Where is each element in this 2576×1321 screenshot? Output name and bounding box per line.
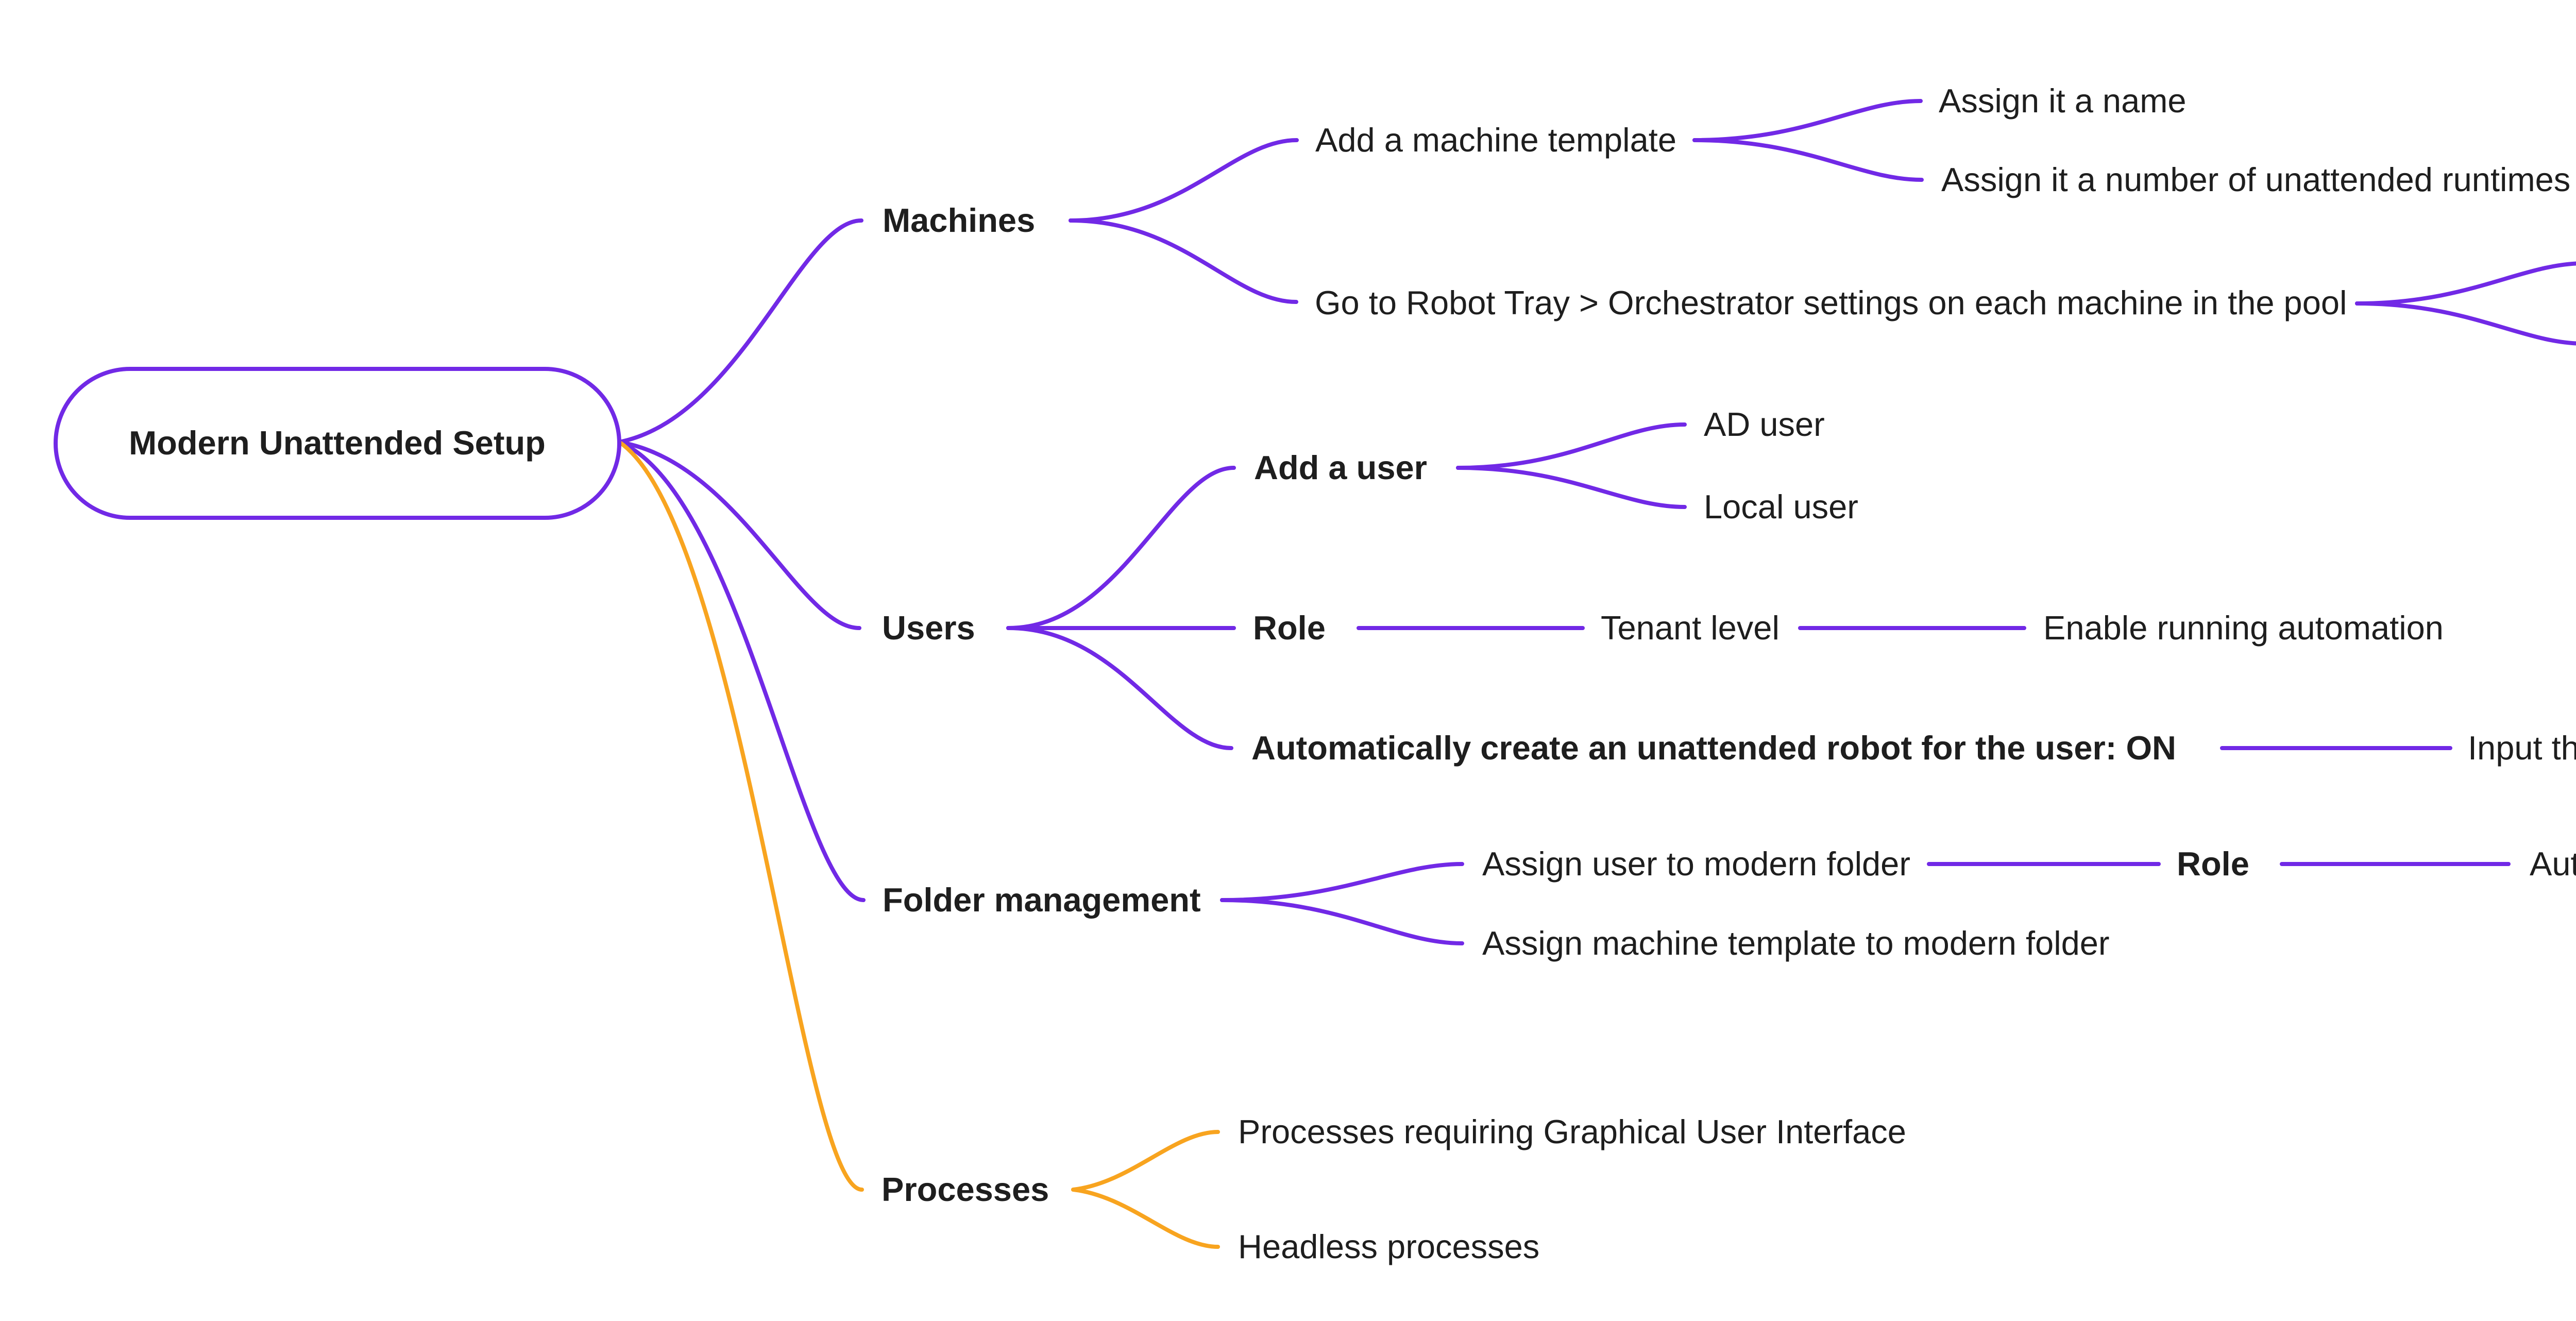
svg-text:Add a user: Add a user <box>1254 449 1427 486</box>
svg-text:Tenant level: Tenant level <box>1601 609 1780 647</box>
svg-text:Role: Role <box>2177 845 2249 883</box>
svg-text:Assign it a name: Assign it a name <box>1939 82 2187 120</box>
svg-text:Add a machine template: Add a machine template <box>1315 121 1676 159</box>
svg-text:Assign it a number of unattend: Assign it a number of unattended runtime… <box>1941 161 2570 198</box>
svg-text:Users: Users <box>882 609 975 647</box>
svg-text:Automation User: Automation User <box>2530 845 2576 883</box>
svg-text:Input the robot's password: Input the robot's password <box>2468 729 2576 767</box>
svg-text:Machines: Machines <box>883 201 1035 239</box>
svg-text:Role: Role <box>1253 609 1326 647</box>
svg-text:Processes: Processes <box>882 1171 1049 1208</box>
svg-text:Folder management: Folder management <box>883 881 1201 919</box>
svg-text:Automatically create an unatte: Automatically create an unattended robot… <box>1251 729 2176 767</box>
svg-text:Modern Unattended Setup: Modern Unattended Setup <box>129 424 546 462</box>
svg-text:AD user: AD user <box>1704 405 1825 443</box>
svg-text:Headless processes: Headless processes <box>1238 1228 1539 1265</box>
svg-text:Enable running automation: Enable running automation <box>2043 609 2444 647</box>
svg-text:Assign user to modern folder: Assign user to modern folder <box>1482 845 1910 883</box>
svg-text:Go to Robot Tray > Orchestrato: Go to Robot Tray > Orchestrator settings… <box>1315 284 2347 321</box>
svg-text:Assign machine template to mod: Assign machine template to modern folder <box>1482 924 2110 962</box>
svg-text:Local user: Local user <box>1704 488 1858 526</box>
svg-text:Processes requiring Graphical: Processes requiring Graphical User Inter… <box>1238 1113 1906 1150</box>
